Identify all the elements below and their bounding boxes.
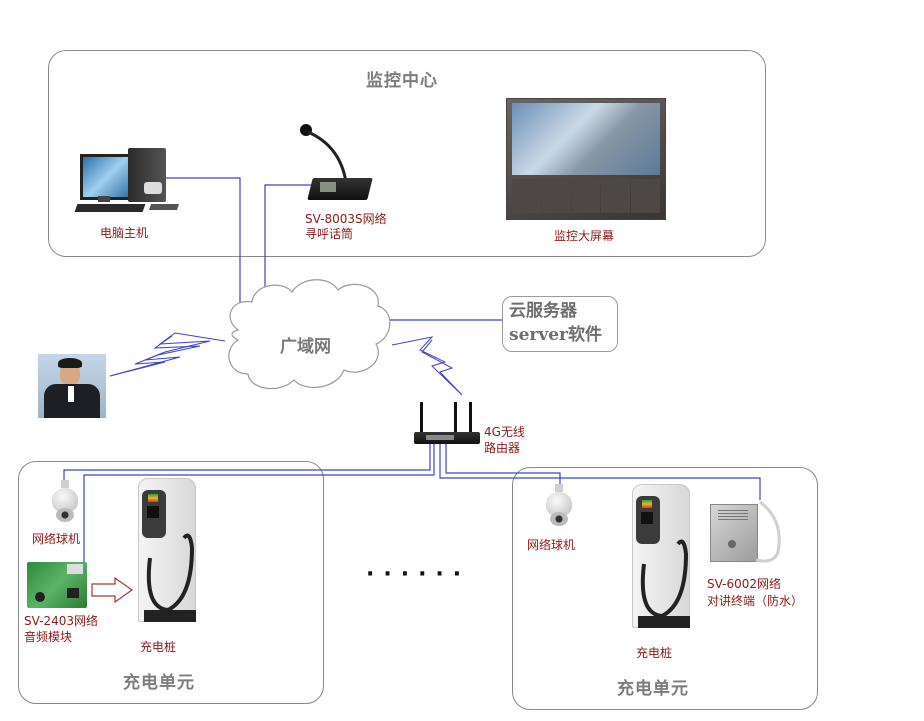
intercom-label-line1: SV-6002网络 [707,577,781,591]
audio-module-label-line2: 音频模块 [24,630,73,644]
intercom-terminal-icon[interactable] [708,500,786,566]
charging-pile-icon-right[interactable] [632,484,702,636]
camera-label-left: 网络球机 [32,532,81,546]
pc-label: 电脑主机 [100,226,149,240]
arrow-module-to-charger [91,576,134,604]
charging-pile-label-right: 充电桩 [636,646,673,660]
4g-router-icon[interactable] [414,402,480,446]
charging-unit-title-left: 充电单元 [123,673,195,693]
router-label-line1: 4G无线 [484,425,525,439]
audio-module-icon[interactable] [27,562,87,608]
paging-mic-label-line1: SV-8003S网络 [305,212,387,226]
video-wall-label: 监控大屏幕 [554,229,615,243]
pc-icon[interactable] [74,148,186,216]
monitoring-center-title: 监控中心 [366,71,438,91]
cloud-server-box[interactable]: 云服务器 server软件 [502,296,618,352]
charging-pile-label-left: 充电桩 [140,640,177,654]
mobile-user-photo[interactable] [38,354,106,418]
monitoring-center-panel [48,50,766,257]
video-wall-icon[interactable] [506,98,666,220]
wire-router-right-1 [445,443,561,487]
cloud-server-label-line1: 云服务器 [509,301,577,321]
wire-mic-wan [264,184,316,300]
wire-router-left-1 [63,443,431,485]
router-label-line2: 路由器 [484,441,521,455]
paging-microphone-icon[interactable] [296,120,376,206]
camera-label-right: 网络球机 [527,538,576,552]
dome-camera-icon-right[interactable] [546,484,572,530]
wire-router-right-2 [439,443,761,500]
lightning-wan-router [391,336,463,396]
wire-router-left-2 [83,443,435,567]
wan-label: 广域网 [280,337,331,357]
charging-unit-panel-left [18,461,324,704]
wire-pc-wan [165,177,241,320]
audio-module-label-line1: SV-2403网络 [24,614,98,628]
dome-camera-icon[interactable] [52,480,78,526]
intercom-label-line2: 对讲终端（防水） [707,594,804,608]
charging-pile-icon-left[interactable] [138,478,208,630]
more-units-ellipsis: ······ [366,562,471,587]
wan-cloud [228,279,391,390]
paging-mic-label-line2: 寻呼话筒 [305,227,354,241]
cloud-server-label-line2: server软件 [509,325,602,345]
charging-unit-panel-right [512,467,818,710]
charging-unit-title-right: 充电单元 [617,679,689,699]
